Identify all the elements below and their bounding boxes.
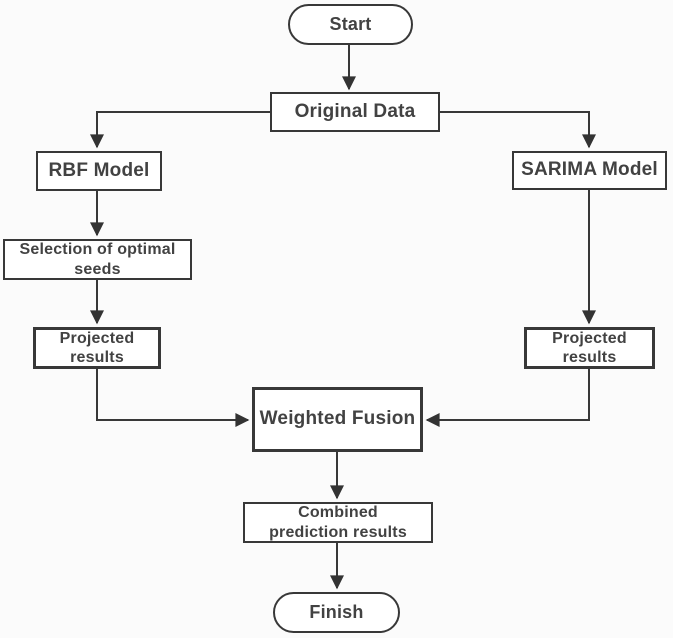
edge-projected-right-fusion xyxy=(425,369,590,427)
edge-original-sarima xyxy=(440,111,596,149)
node-weighted-fusion: Weighted Fusion xyxy=(252,387,423,452)
edge-projected-left-fusion xyxy=(96,369,250,427)
node-optimal-seeds: Selection of optimal seeds xyxy=(3,239,192,280)
node-projected-results-left: Projected results xyxy=(33,327,161,369)
node-finish: Finish xyxy=(273,592,400,633)
node-sarima-model: SARIMA Model xyxy=(512,151,667,190)
node-original-data: Original Data xyxy=(270,92,440,132)
node-combined-results: Combined prediction results xyxy=(243,502,433,543)
node-rbf-model: RBF Model xyxy=(36,151,162,191)
edge-original-rbf xyxy=(90,111,270,149)
node-start: Start xyxy=(288,4,413,45)
node-projected-results-right: Projected results xyxy=(524,327,655,369)
